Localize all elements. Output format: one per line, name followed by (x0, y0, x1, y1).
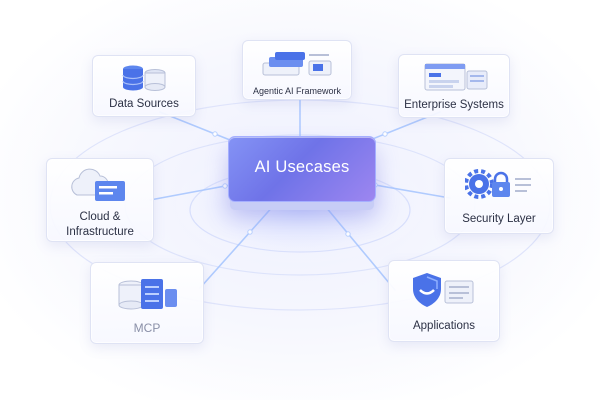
node-label: Enterprise Systems (404, 99, 504, 111)
layers-stack-icon (262, 52, 332, 76)
connector-node-dot (212, 131, 218, 137)
node-applications[interactable]: Applications (388, 260, 500, 342)
hub-ai-usecases[interactable]: AI Usecases (228, 136, 376, 202)
node-label: Applications (412, 320, 475, 332)
database-server-icon (118, 279, 177, 310)
connector-node-dot (345, 231, 351, 237)
connector-node-dot (222, 183, 228, 189)
connector-node-dot (247, 229, 253, 235)
connector-node-dot (382, 131, 388, 137)
node-label: MCP (133, 321, 161, 335)
node-label: Security Layer (462, 213, 536, 225)
cloud-server-icon (71, 168, 125, 201)
dashboard-window-icon (424, 63, 488, 91)
node-cloud-infra[interactable]: Cloud & Infrastructure (46, 158, 154, 242)
node-agentic-framework[interactable]: Agentic AI Framework (242, 40, 352, 100)
node-enterprise-systems[interactable]: Enterprise Systems (398, 54, 510, 118)
hub-label: AI Usecases (254, 158, 350, 176)
gear-lock-icon (465, 169, 531, 199)
shield-icon (413, 273, 474, 307)
node-label-line1: Cloud & (79, 211, 121, 223)
node-security-layer[interactable]: Security Layer (444, 158, 554, 234)
node-label-line2: Infrastructure (66, 226, 134, 238)
database-icon (122, 65, 166, 91)
node-mcp[interactable]: MCP (90, 262, 204, 344)
node-label: Data Sources (109, 98, 179, 110)
node-data-sources[interactable]: Data Sources (92, 55, 196, 117)
node-label: Agentic AI Framework (252, 86, 342, 96)
